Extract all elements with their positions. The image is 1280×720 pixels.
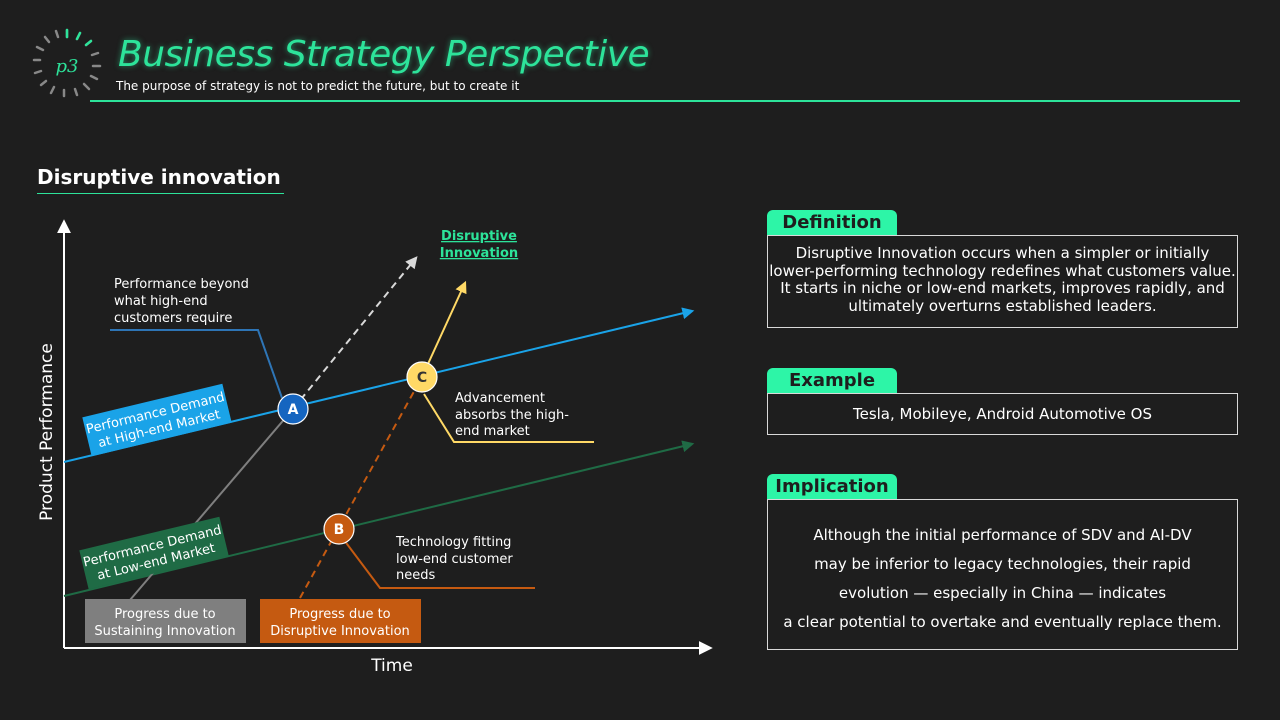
disruptive-innovation-label-line2: Innovation [440, 246, 518, 261]
callout-b-line1: Technology fitting [395, 535, 511, 550]
logo-ring-icon [32, 28, 102, 98]
definition-tab: Definition [767, 210, 897, 236]
callout-a-line2: what high-end [114, 294, 208, 309]
point-b: B [323, 513, 355, 545]
point-b-label: B [334, 522, 345, 538]
logo-text: p3 [56, 56, 79, 77]
callout-c-connector [423, 393, 594, 443]
implication-box: Although the initial performance of SDV … [767, 499, 1238, 650]
example-text: Tesla, Mobileye, Android Automotive OS [852, 405, 1153, 423]
example-tab: Example [767, 368, 897, 394]
page-title: Business Strategy Perspective [118, 34, 650, 75]
disruptive-innovation-label-line1: Disruptive [441, 229, 517, 244]
callout-b-line2: low-end customer [396, 552, 513, 567]
sustaining-box-line2: Sustaining Innovation [94, 624, 235, 639]
implication-line-2: may be inferior to legacy technologies, … [814, 555, 1191, 573]
page-subtitle: The purpose of strategy is not to predic… [116, 79, 520, 93]
header-divider [90, 100, 1240, 102]
implication-line-4: a clear potential to overtake and eventu… [783, 613, 1222, 631]
sustaining-innovation-projection [292, 256, 418, 410]
example-box: Tesla, Mobileye, Android Automotive OS [767, 393, 1238, 435]
callout-c-line3: end market [455, 424, 530, 439]
definition-line-3: It starts in niche or low-end markets, i… [780, 279, 1225, 297]
callout-b-line3: needs [396, 568, 435, 583]
sustaining-innovation-box: Progress due to Sustaining Innovation [85, 599, 246, 643]
callout-b-connector [343, 539, 535, 589]
callout-c-line2: absorbs the high- [455, 408, 569, 423]
p3-logo: p3 [32, 28, 102, 98]
disruptive-innovation-line [299, 376, 423, 599]
disruptive-box-line1: Progress due to [289, 607, 390, 622]
point-a-label: A [288, 402, 299, 418]
low-end-demand-line [63, 440, 695, 597]
y-axis-label: Product Performance [37, 343, 57, 521]
definition-line-2: lower-performing technology redefines wh… [769, 261, 1236, 280]
high-end-demand-label: Performance Demand at High-end Market [82, 383, 232, 457]
definition-box: Disruptive Innovation occurs when a simp… [767, 235, 1238, 328]
disruptive-box-line2: Disruptive Innovation [270, 624, 410, 639]
callout-a-line1: Performance beyond [114, 277, 249, 292]
implication-line-1: Although the initial performance of SDV … [813, 526, 1192, 544]
point-c: C [406, 361, 438, 393]
disruptive-innovation-arrow [421, 280, 467, 378]
definition-line-1: Disruptive Innovation occurs when a simp… [795, 244, 1210, 262]
definition-line-4: ultimately overturns established leaders… [848, 296, 1157, 315]
callout-a-connector [110, 329, 283, 399]
callout-a-line3: customers require [114, 311, 232, 326]
sustaining-box-line1: Progress due to [114, 607, 215, 622]
disruptive-innovation-box: Progress due to Disruptive Innovation [260, 599, 421, 643]
implication-line-3: evolution — especially in China — indica… [838, 584, 1167, 602]
section-title: Disruptive innovation [37, 165, 281, 189]
callout-c-line1: Advancement [455, 391, 545, 406]
x-axis-label: Time [370, 656, 413, 676]
low-end-demand-label: Performance Demand at Low-end Market [79, 516, 229, 590]
implication-tab: Implication [767, 474, 897, 500]
point-a: A [277, 393, 309, 425]
section-divider [37, 193, 284, 194]
point-c-label: C [417, 370, 427, 386]
